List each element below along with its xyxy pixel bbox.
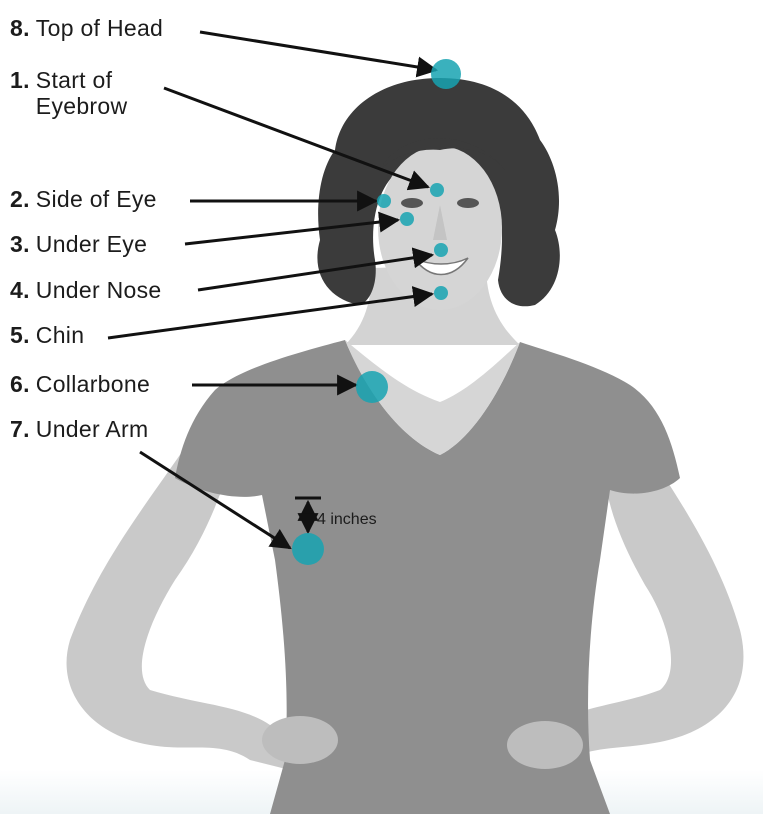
label-under-eye: 3.Under Eye <box>10 231 147 257</box>
label-number: 4. <box>10 277 30 303</box>
label-number: 8. <box>10 15 30 41</box>
label-text: Start of Eyebrow <box>36 67 166 119</box>
start-of-eyebrow-marker <box>430 183 444 197</box>
label-text: Under Nose <box>36 277 162 303</box>
label-text: Collarbone <box>36 371 150 397</box>
label-text: Side of Eye <box>36 186 157 212</box>
arrow-top-of-head <box>200 32 436 70</box>
label-number: 7. <box>10 416 30 442</box>
label-top-of-head: 8.Top of Head <box>10 15 163 41</box>
label-collarbone: 6.Collarbone <box>10 371 150 397</box>
label-number: 1. <box>10 67 30 93</box>
under-nose-marker <box>434 243 448 257</box>
measurement-label: 4 inches <box>317 510 377 530</box>
label-number: 5. <box>10 322 30 348</box>
right-eye <box>457 198 479 208</box>
chin-marker <box>434 286 448 300</box>
side-of-eye-marker <box>377 194 391 208</box>
right-hand <box>507 721 583 769</box>
label-under-arm: 7.Under Arm <box>10 416 148 442</box>
label-number: 3. <box>10 231 30 257</box>
collarbone-marker <box>356 371 388 403</box>
label-text: Under Eye <box>36 231 147 257</box>
label-number: 6. <box>10 371 30 397</box>
under-eye-marker <box>400 212 414 226</box>
label-text: Under Arm <box>36 416 149 442</box>
top-of-head-marker <box>431 59 461 89</box>
label-under-nose: 4.Under Nose <box>10 277 162 303</box>
left-eye <box>401 198 423 208</box>
left-hand <box>262 716 338 764</box>
label-side-of-eye: 2.Side of Eye <box>10 186 157 212</box>
label-start-of-eyebrow: 1.Start of Eyebrow <box>10 67 166 119</box>
label-text: Chin <box>36 322 85 348</box>
label-chin: 5.Chin <box>10 322 84 348</box>
label-number: 2. <box>10 186 30 212</box>
label-text: Top of Head <box>36 15 163 41</box>
under-arm-marker <box>292 533 324 565</box>
